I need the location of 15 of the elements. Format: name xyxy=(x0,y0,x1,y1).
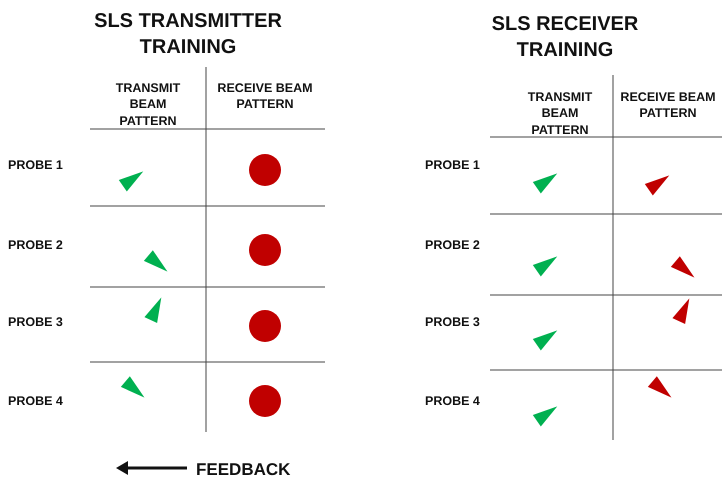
column-header: TRANSMIT BEAM PATTERN xyxy=(114,80,182,129)
row-label: PROBE 4 xyxy=(8,393,64,410)
table-heading: SLS TRANSMITTER TRAINING xyxy=(93,9,283,60)
column-header: RECEIVE BEAM PATTERN xyxy=(620,89,716,122)
row-label: PROBE 1 xyxy=(8,157,64,174)
row-label: PROBE 4 xyxy=(425,393,481,410)
table-heading: SLS RECEIVER TRAINING xyxy=(490,12,640,63)
column-header: TRANSMIT BEAM PATTERN xyxy=(526,89,594,138)
row-label: PROBE 3 xyxy=(8,314,64,330)
row-label: PROBE 2 xyxy=(8,237,64,254)
column-header: RECEIVE BEAM PATTERN xyxy=(217,80,313,112)
row-label: PROBE 1 xyxy=(425,157,481,174)
row-label: PROBE 3 xyxy=(425,314,481,330)
feedback-label: FEEDBACK xyxy=(196,459,292,478)
row-label: PROBE 2 xyxy=(425,237,481,254)
